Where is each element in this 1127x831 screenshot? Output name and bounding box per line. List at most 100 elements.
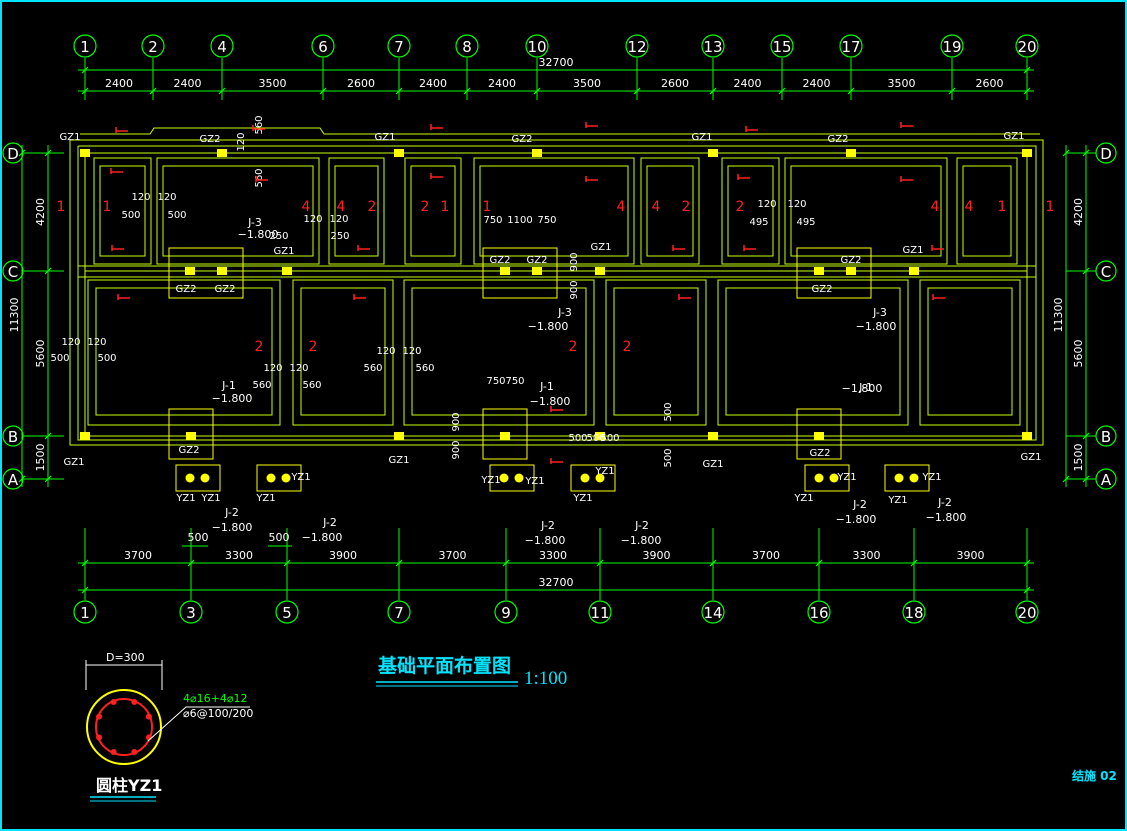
dimension-text: 560 [302,380,321,391]
dim-right-segment: 1500 [1072,444,1085,472]
row-axis-label-right: B [1101,428,1111,446]
pile-label-yz1: YZ1 [290,472,310,483]
room-inner-lower [613,287,699,416]
section-mark: 4 [337,199,346,215]
dim-tick [18,475,26,483]
pile-cap-yz1 [256,464,302,492]
dimension-text: 900 [569,252,580,271]
footing-elevation: −1.800 [302,531,343,544]
dimension-text: 120 [236,132,247,151]
bottom-axis-bubble [275,600,299,624]
dimension-text: 120 [289,363,308,374]
dimension-text: 120 [757,199,776,210]
dim-tick [18,149,26,157]
dim-tick [815,559,823,567]
top-axis-label: 15 [772,38,791,56]
bottom-axis-label: 3 [186,604,196,622]
column-label-gz2: GZ2 [810,448,831,459]
dimension-text: 120 [376,346,395,357]
room-inner-lower [300,287,386,416]
column-gz [708,432,718,440]
row-axis-label-left: D [7,145,19,163]
dimension-text: 500 [586,433,605,444]
section-mark: 1 [483,199,492,215]
room-footing-upper [404,157,462,265]
column-label-gz2: GZ2 [179,445,200,456]
dimension-text: 900 [569,280,580,299]
pile-cap-yz1 [804,464,850,492]
room-footing-lower [605,279,707,426]
room-inner-upper [162,165,314,257]
dim-tick [910,559,918,567]
section-mark: 2 [309,339,318,355]
room-footing-upper [956,157,1018,265]
row-axis-bubble-left [2,260,24,282]
column-rebar [96,713,103,720]
dim-tick [1082,475,1090,483]
dimension-text: 560 [363,363,382,374]
drawing-scale: 1:100 [524,668,567,689]
dim-overall-bottom: 32700 [539,576,574,589]
dimension-text: 500 [97,353,116,364]
outer-wall-line [77,145,1037,441]
dim-tick [81,66,89,74]
bottom-axis-label: 11 [590,604,609,622]
row-axis-label-right: C [1101,263,1111,281]
bottom-axis-bubble [701,600,725,624]
dim-tick [395,559,403,567]
dim-tick [847,87,855,95]
dimension-text: 500 [568,433,587,444]
top-axis-bubble [311,34,335,58]
room-inner-upper [727,165,774,257]
dim-top-span: 3500 [259,77,287,90]
dimension-text: 120 [131,192,150,203]
dimension-text: 560 [415,363,434,374]
dim-left-segment: 4200 [34,198,47,226]
bottom-axis-bubble [73,600,97,624]
dim-tick [1023,66,1031,74]
pile-dot [185,473,195,483]
row-axis-bubble-left [2,468,24,490]
top-axis-label: 2 [148,38,158,56]
dim-tick [218,87,226,95]
top-axis-label: 8 [462,38,472,56]
footing-elevation: −1.800 [525,534,566,547]
pile-dot [595,473,605,483]
dim-tick [44,149,52,157]
room-footing-upper [721,157,780,265]
section-mark: 2 [682,199,691,215]
dim-tick [1062,475,1070,483]
footing-elevation: −1.800 [836,513,877,526]
dimension-text: 495 [749,217,768,228]
column-gz [595,267,605,275]
section-mark: 4 [931,199,940,215]
pile-label-yz1: YZ1 [887,495,907,506]
column-label-gz2: GZ2 [812,284,833,295]
top-axis-bubble [141,34,165,58]
pad-footing [796,247,872,299]
dimension-text: 250 [269,231,288,242]
dim-tick [1082,267,1090,275]
column-rebar-stirrup: ⌀6@100/200 [183,707,253,720]
top-axis-label: 4 [217,38,227,56]
dim-tick [81,586,89,594]
dim-right-segment: 4200 [1072,198,1085,226]
column-detail-group [85,660,250,765]
column-label-gz1: GZ1 [274,246,295,257]
section-mark: 1 [103,199,112,215]
dimension-text: 500 [121,210,140,221]
dimension-text: 250 [330,231,349,242]
dim-tick [81,559,89,567]
row-axis-label-left: C [8,263,18,281]
column-gz [80,432,90,440]
row-axis-label-left: B [8,428,18,446]
pile-dot [894,473,904,483]
dim-top-span: 2400 [419,77,447,90]
section-mark: 1 [1046,199,1055,215]
column-rebar [145,713,152,720]
column-rebar [110,699,117,706]
pile-cap-yz1 [884,464,930,492]
footing-mark-j2: J-2 [937,496,952,509]
pile-label-yz1: YZ1 [524,476,544,487]
column-gz [814,432,824,440]
